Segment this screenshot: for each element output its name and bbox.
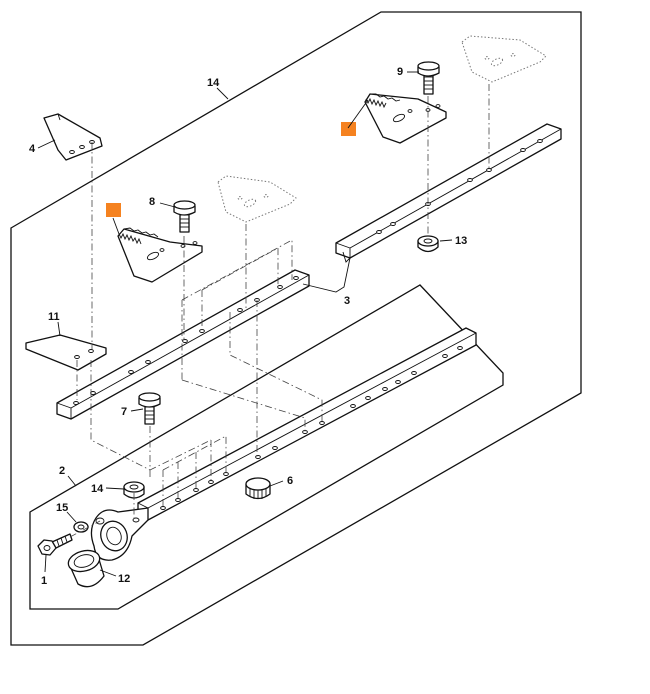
knife-section-9 [364,93,447,144]
callout-15: 15 [56,502,68,514]
nut-14 [123,481,145,499]
leader-3 [302,257,351,293]
bolt-9 [417,61,440,95]
callout-9: 9 [397,66,403,78]
callout-3: 3 [344,295,350,307]
assembly-12-frame [10,11,582,646]
callout-13: 13 [455,235,467,247]
washer-15 [73,521,89,533]
nut-13 [417,235,439,253]
nut-6 [245,477,271,500]
callout-8: 8 [149,196,155,208]
callout-12: 14 [207,77,220,89]
callout-2: 2 [59,465,65,477]
knife-head [90,507,149,561]
callout-4: 4 [29,143,36,155]
bolt-1 [37,533,73,556]
bolt-8 [173,200,196,233]
knife-bar-3-right [335,123,562,263]
orange-marker-right [341,122,356,136]
callout-11: 11 [48,311,60,323]
callout-leaders [37,71,453,577]
callout-14: 14 [91,483,104,495]
callout-1: 1 [41,575,47,587]
ghost-section-right [461,35,547,83]
plate-4 [43,113,103,161]
plate-11 [25,334,107,371]
knife-bar-2 [137,327,477,521]
orange-marker-left [106,203,121,217]
callout-10: 12 [118,573,130,585]
assembly-lines [69,84,490,538]
callout-7: 7 [121,406,127,418]
bolt-7 [138,392,161,425]
knife-section-8 [117,227,203,283]
ghost-section-left [217,175,297,223]
assembly-2-frame [29,284,504,610]
callout-6: 6 [287,475,293,487]
bushing-10 [67,549,105,588]
